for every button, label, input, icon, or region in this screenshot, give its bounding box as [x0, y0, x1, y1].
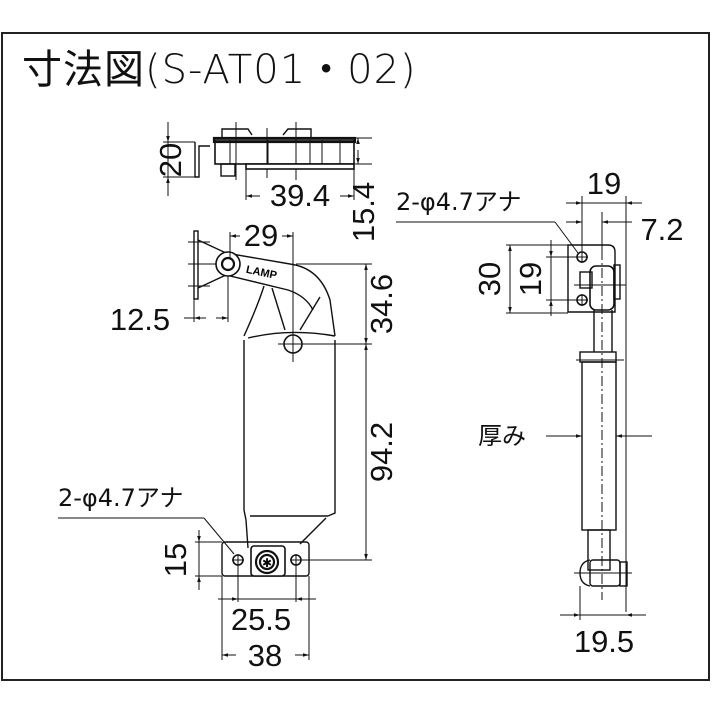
dim-top-width: 39.4	[270, 178, 330, 213]
dim-pivot-offset: 12.5	[110, 302, 170, 337]
front-hole-note: 2-φ4.7アナ	[58, 484, 183, 512]
screw-icon: ✱	[262, 556, 272, 570]
dim-body-length: 94.2	[364, 422, 399, 482]
dim-side-thickness: 19.5	[574, 624, 634, 659]
dim-side-plate-height: 30	[472, 262, 507, 296]
side-hole-note: 2-φ4.7アナ	[396, 188, 521, 216]
dim-top-depth: 15.4	[346, 182, 381, 242]
dim-bracket-width: 38	[248, 638, 282, 673]
dim-bracket-height: 15	[158, 543, 193, 577]
drawing-title: 寸法図(S-AT01・02)	[22, 47, 417, 93]
thickness-label: 厚み	[478, 422, 526, 450]
front-view: LAMP ✱ 29 12.5	[58, 218, 399, 673]
dim-top-height: 20	[153, 143, 188, 177]
dim-side-hole-pitch: 19	[513, 262, 548, 296]
top-view: 20 39.4 15.4	[153, 122, 381, 242]
dim-hole-pitch: 25.5	[231, 602, 291, 637]
dim-pivot-to-hole: 29	[244, 218, 278, 253]
dim-side-center-offset: 7.2	[640, 212, 683, 247]
dim-arm-height: 34.6	[364, 274, 399, 334]
dim-side-hole-offset: 19	[587, 166, 621, 201]
brand-mark: LAMP	[245, 264, 278, 282]
side-view: 19 7.2 2-φ4.7アナ 30 19 厚み 19.5	[396, 166, 684, 659]
